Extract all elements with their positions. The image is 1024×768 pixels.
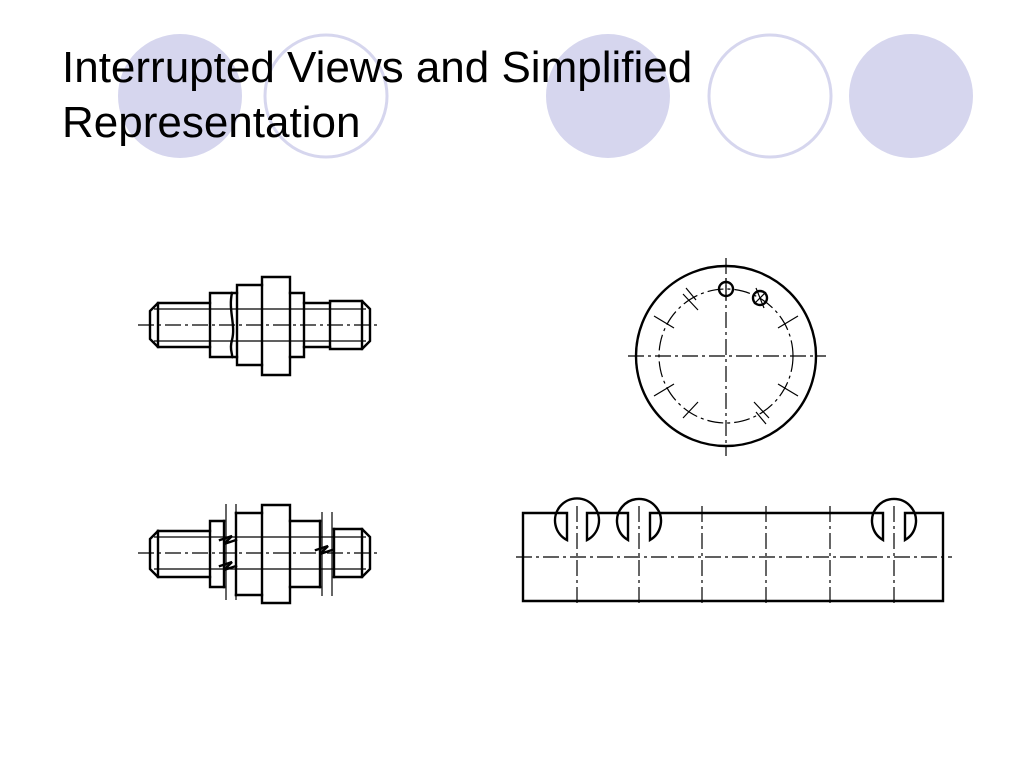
title-line-1: Interrupted Views and Simplified <box>62 43 693 92</box>
deco-circle-outline-2 <box>707 33 833 159</box>
deco-circle-filled-2 <box>546 34 670 158</box>
deco-circle-filled-3 <box>849 34 973 158</box>
title-line-2: Representation <box>62 98 361 147</box>
shaft-full-view <box>138 275 378 377</box>
slide-title: Interrupted Views and Simplified Represe… <box>62 40 962 150</box>
circular-flange-view <box>628 258 826 456</box>
deco-circle-outline-1 <box>263 33 389 159</box>
deco-circle-filled-1 <box>118 34 242 158</box>
slotted-bar-view <box>516 497 952 606</box>
shaft-interrupted-view <box>138 503 378 605</box>
